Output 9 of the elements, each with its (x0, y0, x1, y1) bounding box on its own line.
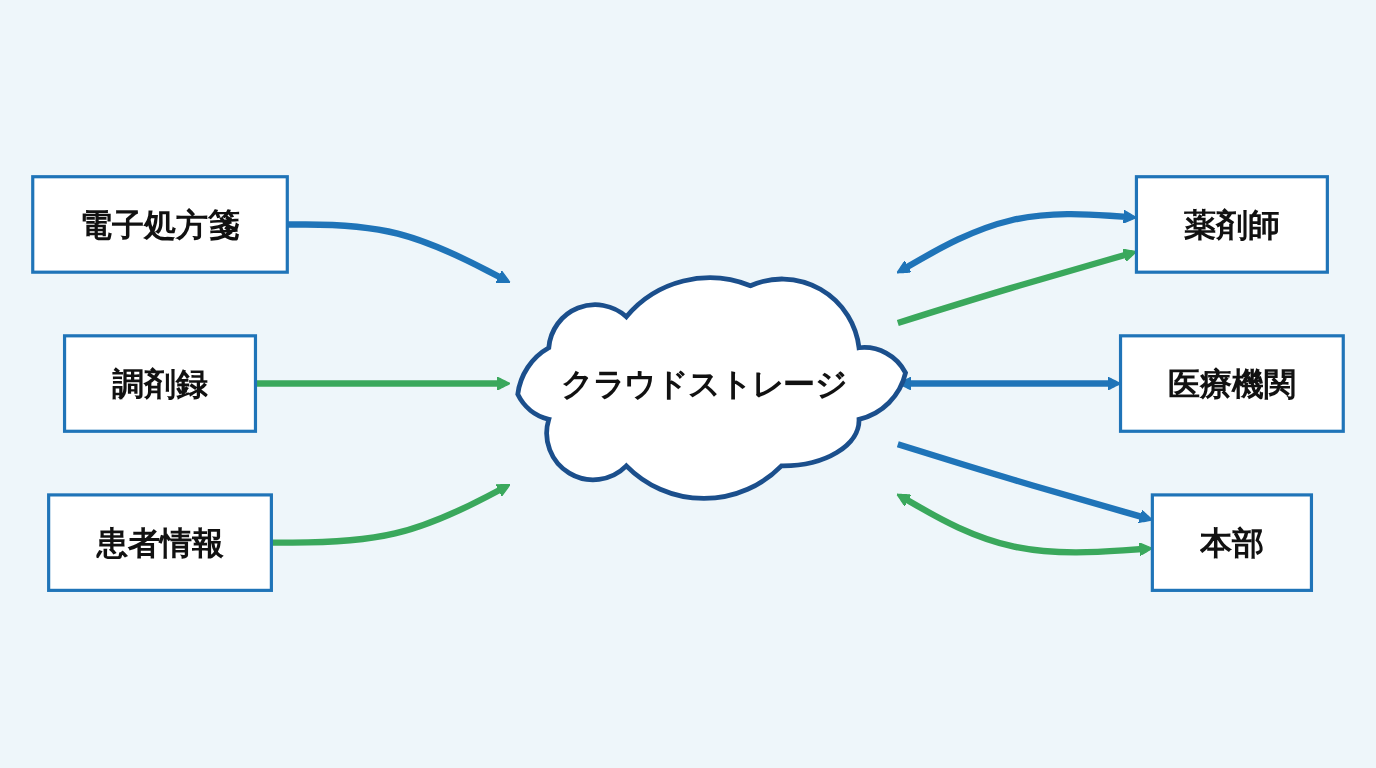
arrow (287, 221, 511, 284)
node-box: 電子処方箋 (31, 175, 289, 275)
node-box: 患者情報 (47, 493, 273, 593)
node-box: 本部 (1150, 493, 1314, 593)
node-box: 調剤録 (62, 334, 258, 434)
arrow (271, 484, 511, 547)
node-box: 薬剤師 (1134, 175, 1329, 275)
arrow (255, 377, 511, 391)
node-box: 医療機関 (1118, 334, 1345, 434)
